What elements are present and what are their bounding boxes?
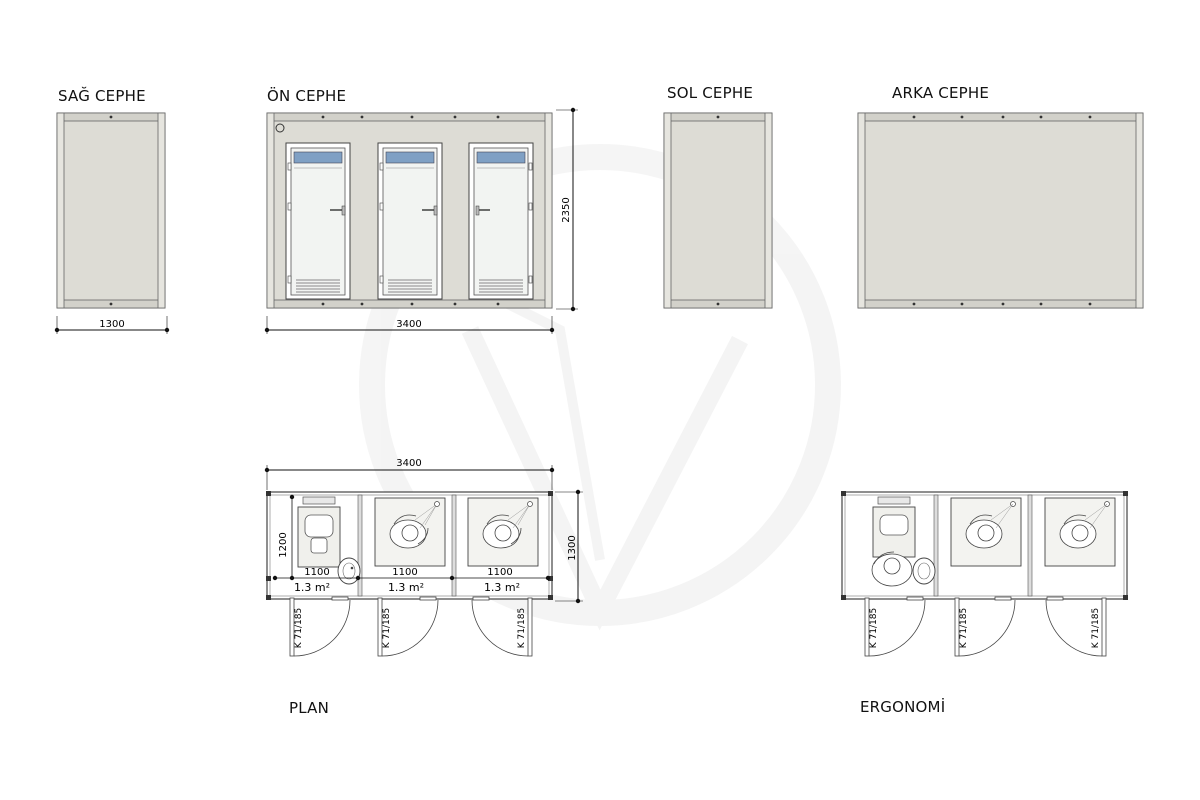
rear-elevation-title: ARKA CEPHE xyxy=(892,84,990,102)
front-elevation: 3400 2350 xyxy=(264,107,578,334)
door-1 xyxy=(285,142,351,300)
door-code-2: K 71/185 xyxy=(382,608,392,648)
plan-title: PLAN xyxy=(289,699,330,717)
cabin-1-area: 1.3 m² xyxy=(294,581,330,594)
door-code-1: K 71/185 xyxy=(294,608,304,648)
ergo-door-code-2: K 71/185 xyxy=(959,608,969,648)
ergonomics-title: ERGONOMİ xyxy=(860,698,946,716)
door-code-3: K 71/185 xyxy=(517,608,527,648)
cabin-3-area: 1.3 m² xyxy=(484,581,520,594)
ergo-door-code-3: K 71/185 xyxy=(1091,608,1101,648)
front-elevation-title: ÖN CEPHE xyxy=(267,87,347,105)
cabin-3-width: 1100 xyxy=(487,567,512,578)
plan-depth-dim: 1300 xyxy=(567,535,578,560)
right-elevation: 1300 xyxy=(54,112,170,334)
door-3 xyxy=(468,142,534,300)
plan-width-dim: 3400 xyxy=(396,458,421,469)
front-width-dim: 3400 xyxy=(396,319,421,330)
right-width-dim: 1300 xyxy=(99,319,124,330)
cabin-2-area: 1.3 m² xyxy=(388,581,424,594)
cabin-depth-dim: 1200 xyxy=(278,532,289,557)
ergonomics-plan: K 71/185 K 71/185 K 71/185 xyxy=(841,491,1128,657)
door-swings xyxy=(289,596,533,657)
cabin-1-width: 1100 xyxy=(304,567,329,578)
front-height-dim: 2350 xyxy=(561,197,572,222)
rear-elevation xyxy=(857,112,1144,309)
ergo-door-code-1: K 71/185 xyxy=(869,608,879,648)
right-elevation-title: SAĞ CEPHE xyxy=(58,87,146,105)
left-elevation xyxy=(663,112,773,309)
cabin-2-width: 1100 xyxy=(392,567,417,578)
door-2 xyxy=(377,142,443,300)
floor-plan: 3400 xyxy=(264,458,583,657)
watermark-logo xyxy=(359,144,841,631)
left-elevation-title: SOL CEPHE xyxy=(667,84,754,102)
